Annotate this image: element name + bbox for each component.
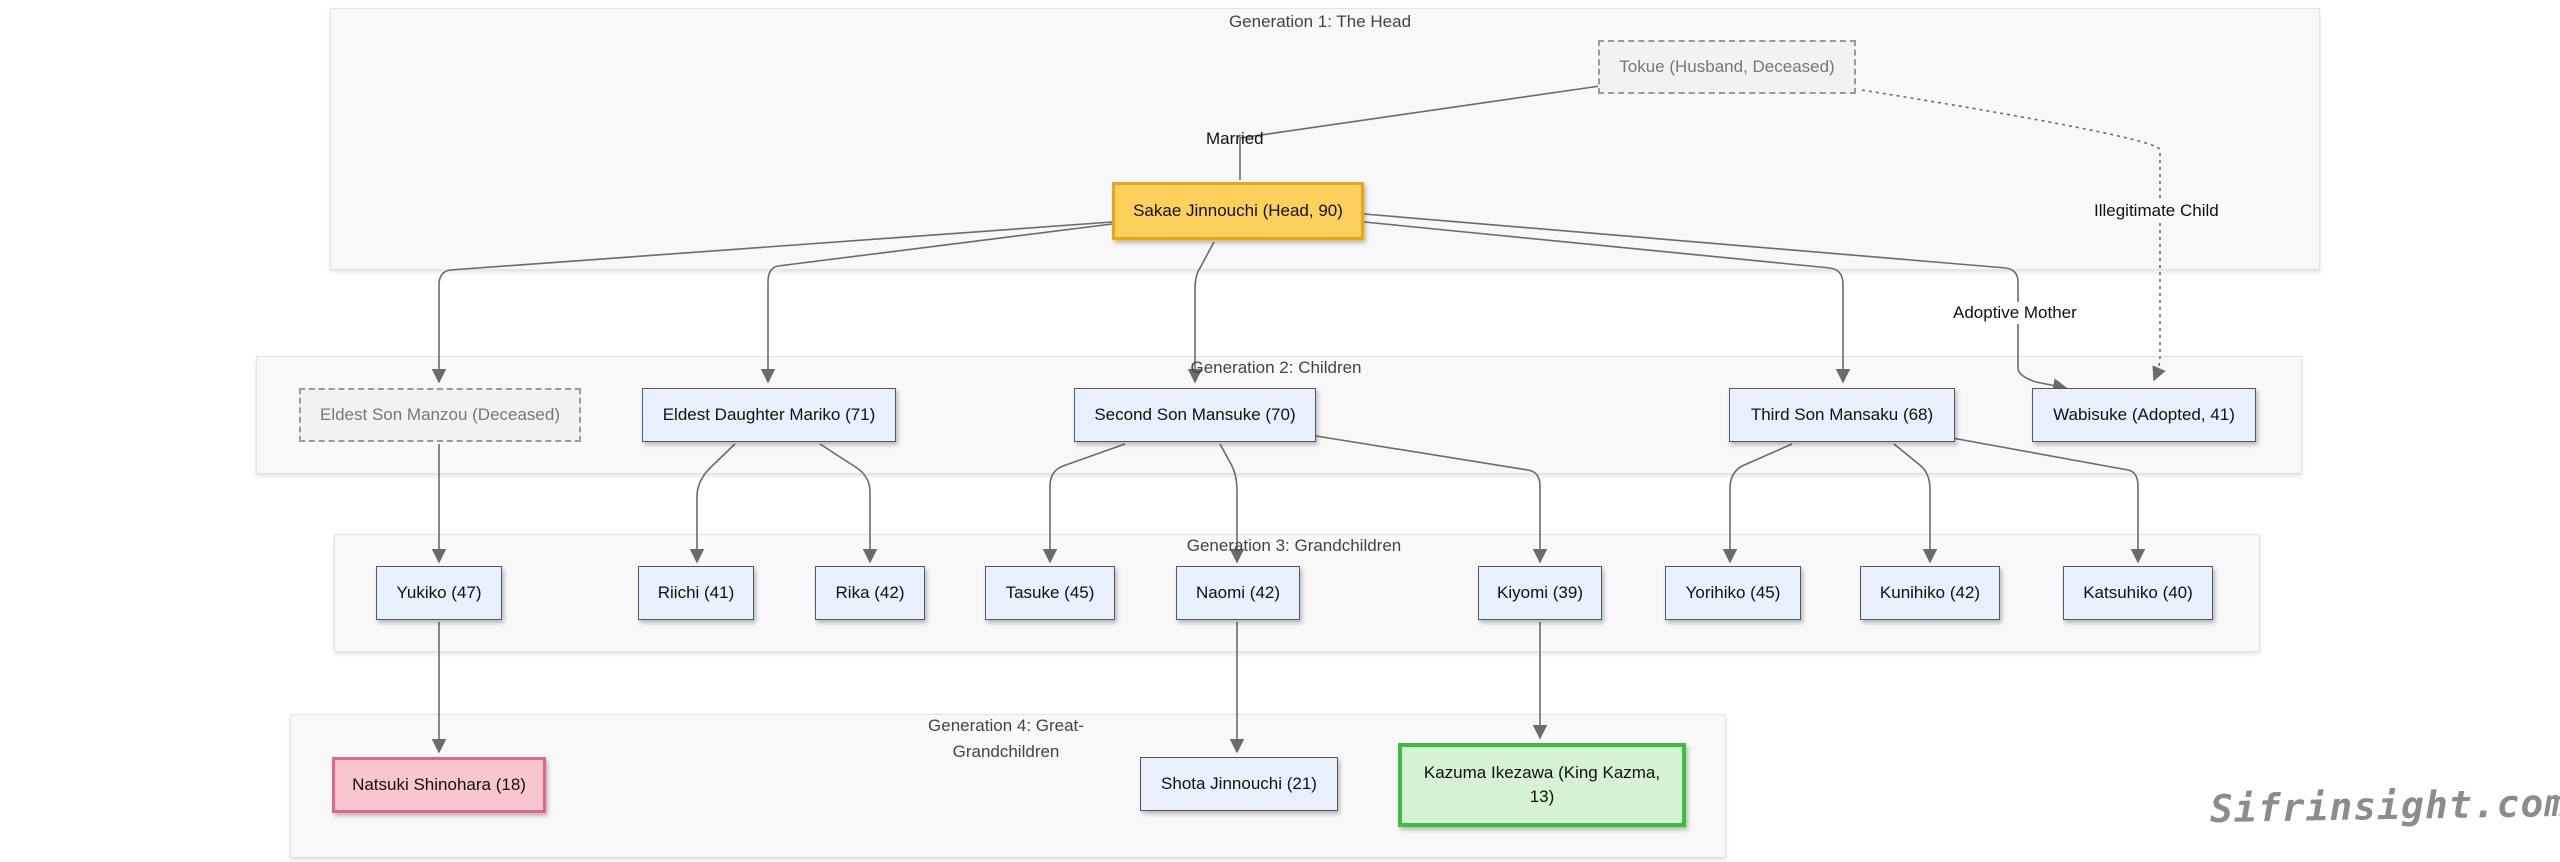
edge-mariko-riichi	[689, 443, 736, 564]
group-title-generation-4-line1: Generation 4: Great-	[928, 716, 1084, 735]
edge-mansuke-naomi	[1219, 443, 1245, 564]
node-mariko[interactable]: Eldest Daughter Mariko (71)	[642, 388, 896, 442]
node-yorihiko[interactable]: Yorihiko (45)	[1665, 566, 1801, 620]
node-natsuki[interactable]: Natsuki Shinohara (18)	[332, 757, 546, 813]
edge-mariko-rika	[819, 443, 878, 564]
node-shota[interactable]: Shota Jinnouchi (21)	[1140, 757, 1338, 811]
group-title-generation-2: Generation 2: Children	[1190, 358, 1362, 377]
edge-mansuke-tasuke	[1042, 443, 1126, 564]
node-tasuke[interactable]: Tasuke (45)	[985, 566, 1115, 620]
group-title-generation-4-line2: Grandchildren	[952, 742, 1060, 761]
group-title-generation-3: Generation 3: Grandchildren	[1186, 536, 1402, 555]
edge-mansuke-kiyomi	[1315, 435, 1548, 564]
edge-label-illegitimate-child: Illegitimate Child	[2094, 200, 2219, 222]
node-mansaku[interactable]: Third Son Mansaku (68)	[1729, 388, 1955, 442]
node-kazuma[interactable]: Kazuma Ikezawa (King Kazma, 13)	[1398, 743, 1686, 827]
edge-tokue-wabisuke	[1861, 89, 2166, 382]
edge-sakae-manzou	[431, 221, 1113, 384]
node-naomi[interactable]: Naomi (42)	[1176, 566, 1300, 620]
node-sakae[interactable]: Sakae Jinnouchi (Head, 90)	[1112, 182, 1364, 240]
group-title-generation-1: Generation 1: The Head	[1228, 12, 1412, 31]
edge-sakae-mansaku	[1363, 221, 1851, 384]
node-riichi[interactable]: Riichi (41)	[638, 566, 754, 620]
node-kunihiko[interactable]: Kunihiko (42)	[1860, 566, 2000, 620]
watermark: Sifrinsight.com	[2209, 780, 2560, 832]
node-katsuhiko[interactable]: Katsuhiko (40)	[2063, 566, 2213, 620]
node-wabisuke[interactable]: Wabisuke (Adopted, 41)	[2032, 388, 2256, 442]
node-rika[interactable]: Rika (42)	[815, 566, 925, 620]
edge-sakae-wabisuke	[1363, 213, 2068, 393]
edge-sakae-mansuke	[1187, 241, 1215, 384]
edge-mansaku-kunihiko	[1893, 443, 1938, 564]
edge-sakae-mariko	[760, 223, 1113, 384]
edge-label-adoptive-mother: Adoptive Mother	[1953, 302, 2077, 324]
edge-label-married: Married	[1206, 129, 1264, 148]
edge-mansaku-katsuhiko	[1951, 437, 2146, 564]
node-tokue[interactable]: Tokue (Husband, Deceased)	[1598, 40, 1856, 94]
node-mansuke[interactable]: Second Son Mansuke (70)	[1074, 388, 1316, 442]
node-manzou[interactable]: Eldest Son Manzou (Deceased)	[299, 388, 581, 442]
edge-tokue-sakae	[1239, 85, 1601, 180]
edge-mansaku-yorihiko	[1722, 443, 1793, 564]
node-kiyomi[interactable]: Kiyomi (39)	[1478, 566, 1602, 620]
node-yukiko[interactable]: Yukiko (47)	[376, 566, 502, 620]
